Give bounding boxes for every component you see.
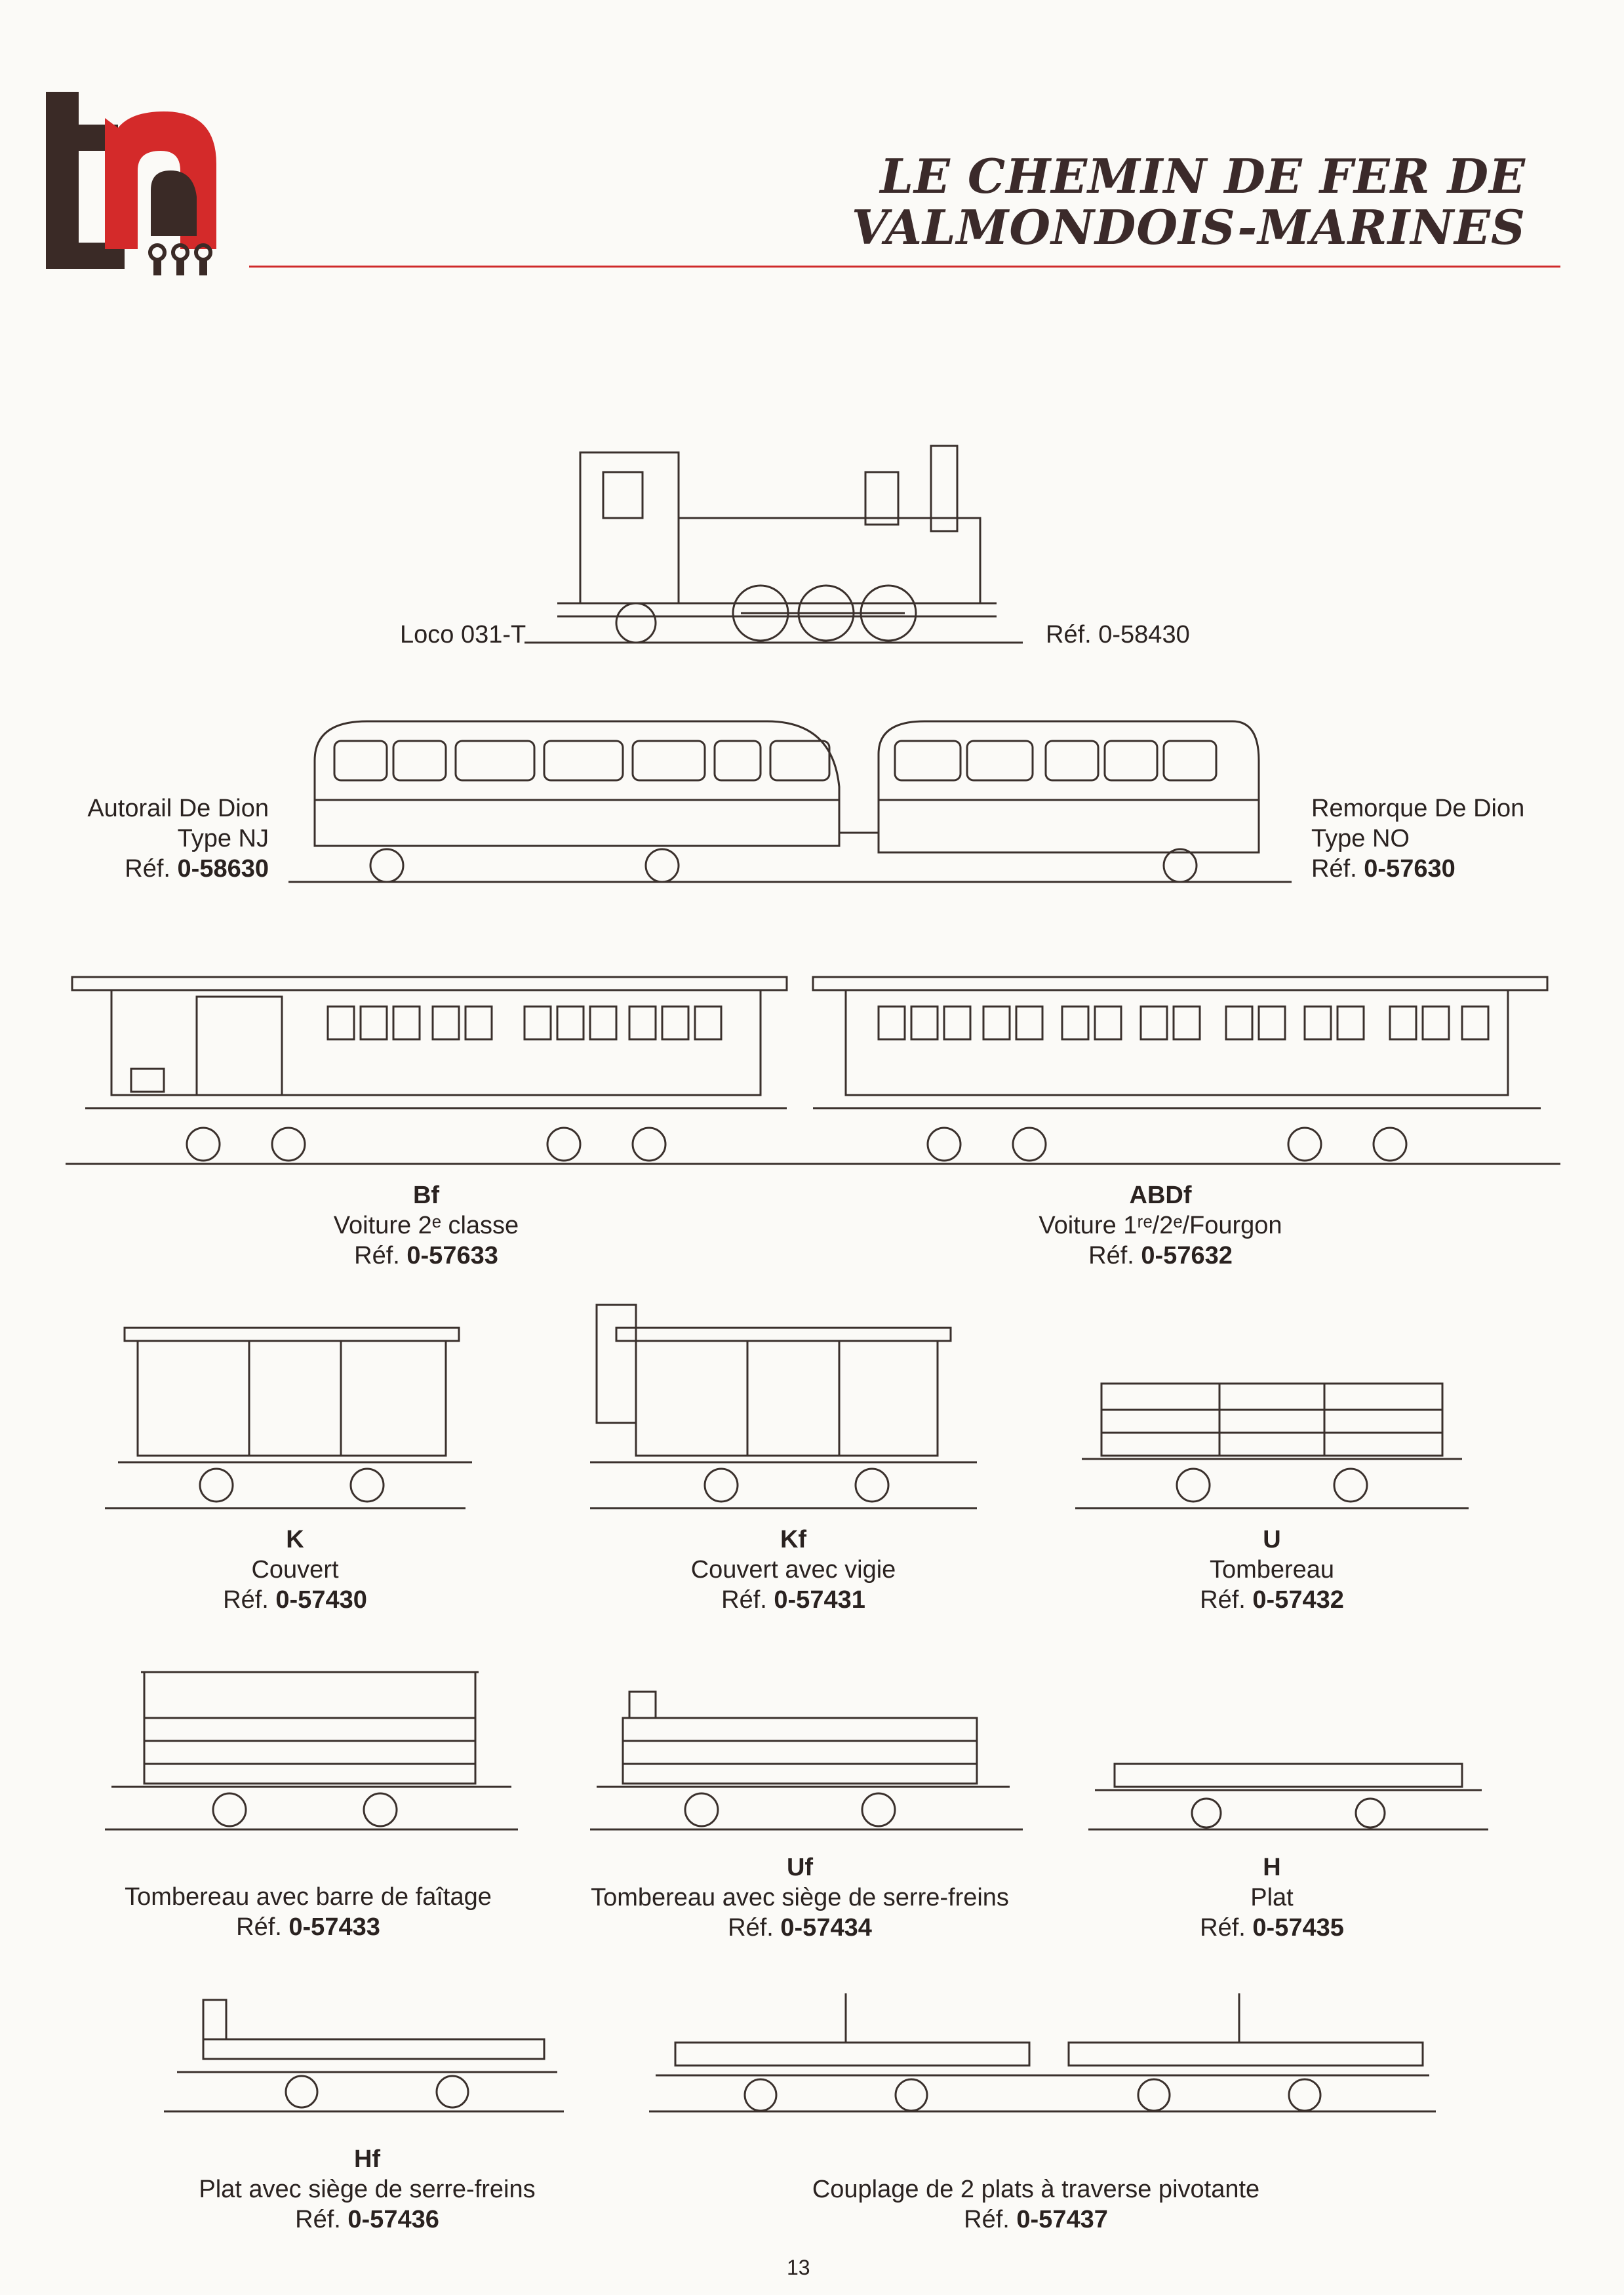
remorque-line1: Remorque De Dion bbox=[1311, 795, 1525, 822]
remorque-line2: Type NO bbox=[1311, 825, 1410, 852]
autorail-line2: Type NJ bbox=[177, 825, 269, 852]
abdf-desc: Voiture 1ʳᵉ/2ᵉ/Fourgon bbox=[1039, 1212, 1282, 1239]
kf-code: Kf bbox=[780, 1526, 807, 1553]
bf-drawing bbox=[66, 976, 1560, 1165]
remorque-label: Remorque De Dion Type NO Réf. 0-57630 bbox=[1311, 793, 1574, 884]
u-ref: Réf. 0-57432 bbox=[1200, 1586, 1344, 1614]
kf-drawing bbox=[590, 1304, 977, 1509]
page-number: 13 bbox=[787, 2256, 810, 2279]
hf-desc: Plat avec siège de serre-freins bbox=[199, 2176, 536, 2203]
autorail-ref: Réf. 0-58630 bbox=[125, 855, 269, 883]
couplage-desc: Couplage de 2 plats à traverse pivotante bbox=[812, 2176, 1260, 2203]
uf-desc: Tombereau avec siège de serre-freins bbox=[591, 1884, 1009, 1911]
couplage-drawing bbox=[649, 1993, 1436, 2113]
bf-code: Bf bbox=[412, 1182, 440, 1209]
tb-caption: Tombereau avec barre de faîtage Réf. 0-5… bbox=[98, 1882, 518, 1942]
hf-drawing bbox=[164, 1999, 564, 2113]
page-title: LE CHEMIN DE FER DE VALMONDOIS-MARINES bbox=[852, 151, 1526, 253]
loco-name: Loco 031-T bbox=[400, 621, 526, 649]
u-caption: U Tombereau Réf. 0-57432 bbox=[1141, 1525, 1403, 1615]
hf-code: Hf bbox=[353, 2145, 381, 2173]
u-drawing bbox=[1075, 1382, 1469, 1509]
abdf-drawing bbox=[812, 976, 1549, 1162]
remorque-ref: Réf. 0-57630 bbox=[1311, 855, 1456, 883]
couplage-caption: Couplage de 2 plats à traverse pivotante… bbox=[774, 2174, 1298, 2235]
loco-ref: Réf. 0-58430 bbox=[1046, 621, 1190, 649]
abdf-code: ABDf bbox=[1129, 1182, 1192, 1209]
k-ref: Réf. 0-57430 bbox=[223, 1586, 367, 1614]
title-line-1: LE CHEMIN DE FER DE bbox=[880, 148, 1526, 204]
couplage-ref: Réf. 0-57437 bbox=[964, 2206, 1108, 2233]
k-drawing bbox=[105, 1327, 472, 1509]
kf-desc: Couvert avec vigie bbox=[690, 1556, 896, 1584]
h-code: H bbox=[1263, 1854, 1281, 1881]
uf-code: Uf bbox=[786, 1854, 814, 1881]
bf-caption: Bf Voiture 2ᵉ classe Réf. 0-57633 bbox=[262, 1180, 590, 1271]
uf-ref: Réf. 0-57434 bbox=[728, 1914, 872, 1942]
kf-ref: Réf. 0-57431 bbox=[721, 1586, 865, 1614]
h-desc: Plat bbox=[1250, 1884, 1294, 1911]
autorail-label: Autorail De Dion Type NJ Réf. 0-58630 bbox=[39, 793, 269, 884]
hf-ref: Réf. 0-57436 bbox=[295, 2206, 439, 2233]
tb-ref: Réf. 0-57433 bbox=[236, 1913, 380, 1941]
loco-drawing bbox=[525, 445, 1023, 644]
hf-caption: Hf Plat avec siège de serre-freins Réf. … bbox=[157, 2144, 577, 2235]
h-drawing bbox=[1088, 1763, 1488, 1831]
bf-desc: Voiture 2ᵉ classe bbox=[333, 1212, 519, 1239]
kf-caption: Kf Couvert avec vigie Réf. 0-57431 bbox=[656, 1525, 931, 1615]
uf-caption: Uf Tombereau avec siège de serre-freins … bbox=[570, 1852, 1029, 1943]
tb-drawing bbox=[105, 1671, 518, 1831]
k-desc: Couvert bbox=[251, 1556, 339, 1584]
autorail-line1: Autorail De Dion bbox=[87, 795, 269, 822]
h-ref: Réf. 0-57435 bbox=[1200, 1914, 1344, 1942]
abdf-ref: Réf. 0-57632 bbox=[1088, 1242, 1233, 1269]
title-line-2: VALMONDOIS-MARINES bbox=[851, 199, 1526, 255]
abdf-caption: ABDf Voiture 1ʳᵉ/2ᵉ/Fourgon Réf. 0-57632 bbox=[964, 1180, 1357, 1271]
header-rule bbox=[249, 266, 1560, 268]
h-caption: H Plat Réf. 0-57435 bbox=[1141, 1852, 1403, 1943]
k-caption: K Couvert Réf. 0-57430 bbox=[164, 1525, 426, 1615]
autorail-drawing bbox=[288, 720, 872, 883]
u-code: U bbox=[1263, 1526, 1281, 1553]
k-code: K bbox=[286, 1526, 304, 1553]
uf-drawing bbox=[590, 1690, 1023, 1831]
tr-logo bbox=[46, 92, 216, 275]
remorque-drawing bbox=[839, 720, 1292, 883]
tb-desc: Tombereau avec barre de faîtage bbox=[125, 1883, 492, 1911]
u-desc: Tombereau bbox=[1209, 1556, 1335, 1584]
bf-ref: Réf. 0-57633 bbox=[354, 1242, 498, 1269]
